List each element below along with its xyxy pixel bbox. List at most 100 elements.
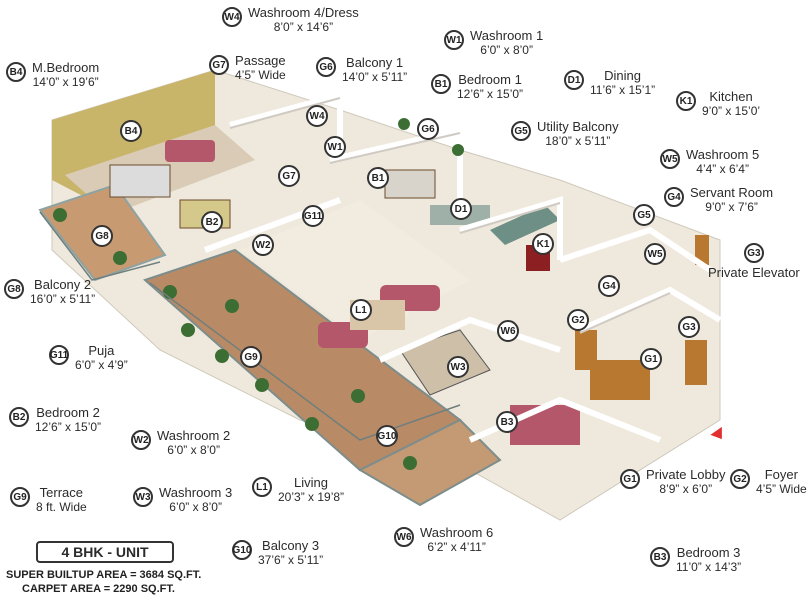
label-name: Servant Room xyxy=(690,185,774,200)
label-code: G5 xyxy=(511,121,531,141)
washroom-3-floor xyxy=(399,329,491,396)
label-code: G1 xyxy=(620,469,640,489)
label-code: G8 xyxy=(4,279,24,299)
label-dimension: 11’0” x 14’3” xyxy=(676,560,742,574)
label-name: Balcony 1 xyxy=(346,55,404,70)
label-code: K1 xyxy=(676,91,696,111)
label-dimension: 6’2” x 4’11” xyxy=(427,540,486,554)
label-name: Washroom 1 xyxy=(470,28,544,43)
kitchen-counter xyxy=(490,205,560,245)
label-dimension: 37’6” x 5’11” xyxy=(258,553,324,567)
label-dimension: 18’0” x 5’11” xyxy=(545,134,611,148)
label-name: Kitchen xyxy=(709,89,753,104)
label-dimension: 20’3” x 19’8” xyxy=(278,490,345,504)
plan-tag-b2: B2 xyxy=(201,211,223,233)
label-name: M.Bedroom xyxy=(32,60,100,75)
label-code: W1 xyxy=(444,30,464,50)
label-dimension: 8 ft. Wide xyxy=(36,500,87,514)
plan-tag-g6: G6 xyxy=(417,118,439,140)
label-code: B1 xyxy=(431,74,451,94)
master-sofa xyxy=(165,140,215,162)
plan-tag-d1: D1 xyxy=(450,198,472,220)
label-code: B3 xyxy=(650,547,670,567)
plan-tag-w4: W4 xyxy=(306,105,328,127)
label-dimension: 9’0” x 15’0’ xyxy=(702,104,761,118)
label-dimension: 8’9” x 6’0” xyxy=(659,482,713,496)
plan-tag-w3: W3 xyxy=(447,356,469,378)
plan-tag-w2: W2 xyxy=(252,234,274,256)
bedroom-3-bed xyxy=(510,405,580,445)
label-dimension: 9’0” x 7’6” xyxy=(705,200,758,214)
label-name: Living xyxy=(294,475,328,490)
label-dimension: 12’6” x 15’0” xyxy=(35,420,102,434)
plan-tag-g10: G10 xyxy=(376,425,398,447)
plan-tag-g11: G11 xyxy=(302,205,324,227)
label-dimension: 4’5” Wide xyxy=(756,482,807,496)
label-name: Private Elevator xyxy=(708,265,800,280)
label-dimension: 6’0” x 8’0” xyxy=(480,43,533,57)
label-name: Terrace xyxy=(39,485,84,500)
label-name: Dining xyxy=(604,68,641,83)
door-elevator xyxy=(685,340,707,385)
label-dimension: 11’6” x 15’1” xyxy=(590,83,656,97)
label-name: Washroom 6 xyxy=(420,525,494,540)
plan-tag-g3: G3 xyxy=(678,316,700,338)
label-dimension: 6’0” x 8’0” xyxy=(169,500,222,514)
label-name: Washroom 3 xyxy=(159,485,233,500)
label-name: Balcony 3 xyxy=(262,538,320,553)
label-name: Utility Balcony xyxy=(537,119,619,134)
label-name: Bedroom 1 xyxy=(458,72,522,87)
plan-tag-g8: G8 xyxy=(91,225,113,247)
label-dimension: 6’0” x 8’0” xyxy=(167,443,220,457)
plan-tag-b3: B3 xyxy=(496,411,518,433)
label-name: Washroom 4/Dress xyxy=(248,5,359,20)
plants xyxy=(53,118,464,470)
plan-tag-b4: B4 xyxy=(120,120,142,142)
railings xyxy=(39,211,461,441)
carpet-area: CARPET AREA = 2290 SQ.FT. xyxy=(22,583,175,595)
label-dimension: 8’0” x 14’6” xyxy=(273,20,334,34)
label-code: L1 xyxy=(252,477,272,497)
label-dimension: 4’4” x 6’4” xyxy=(696,162,749,176)
label-name: Foyer xyxy=(764,467,798,482)
plan-tag-g1: G1 xyxy=(640,348,662,370)
door-kitchen xyxy=(695,235,709,265)
label-dimension: 6’0” x 4’9” xyxy=(75,358,128,372)
label-code: W4 xyxy=(222,7,242,27)
bedroom-3-wardrobe xyxy=(590,360,650,400)
label-code: G6 xyxy=(316,57,336,77)
label-name: Bedroom 3 xyxy=(676,545,741,560)
label-code: G3 xyxy=(743,243,764,263)
label-dimension: 4’5” Wide xyxy=(235,68,286,82)
label-code: W3 xyxy=(133,487,153,507)
label-code: D1 xyxy=(564,70,584,90)
master-bed xyxy=(109,164,171,198)
label-code: B2 xyxy=(9,407,29,427)
label-name: Balcony 2 xyxy=(34,277,92,292)
plan-tag-l1: L1 xyxy=(350,299,372,321)
label-name: Passage xyxy=(235,53,286,68)
label-code: G7 xyxy=(209,55,229,75)
label-code: G2 xyxy=(730,469,750,489)
label-name: Private Lobby xyxy=(646,467,726,482)
label-name: Washroom 2 xyxy=(157,428,231,443)
plan-tag-g7: G7 xyxy=(278,165,300,187)
